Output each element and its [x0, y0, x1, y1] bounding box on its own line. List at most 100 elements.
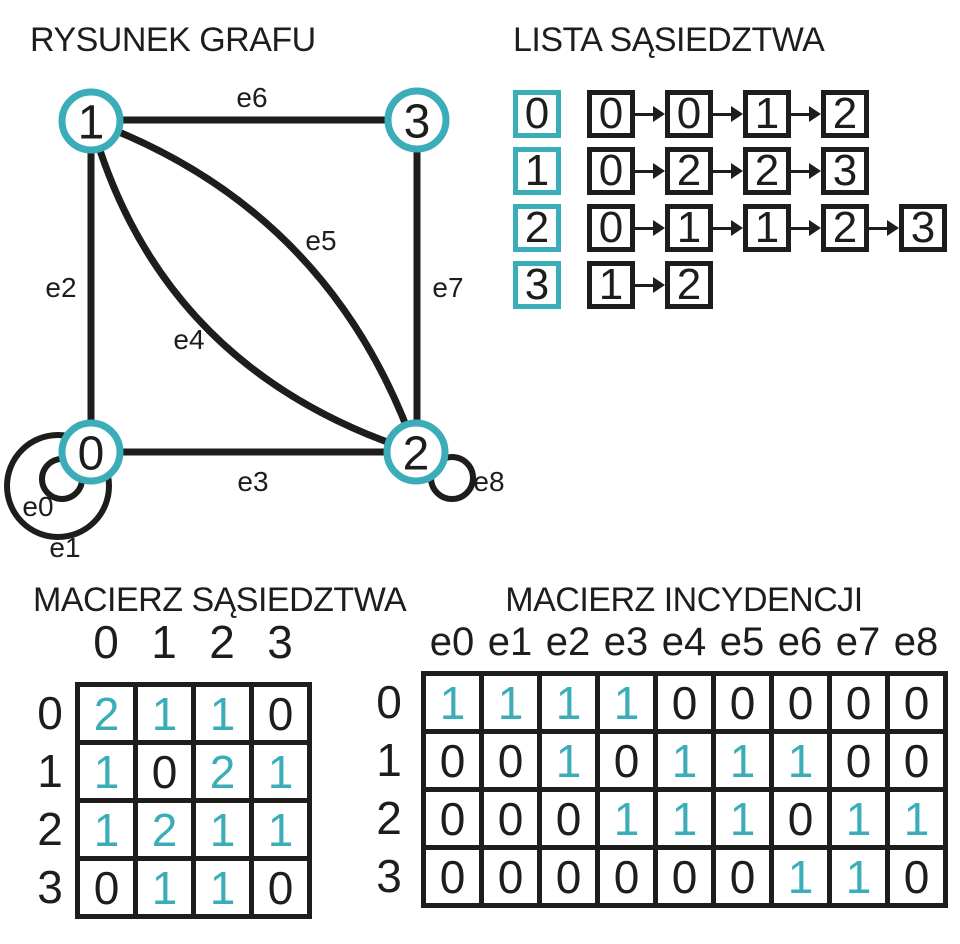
arrow-right-icon: [791, 220, 821, 236]
edge-e1-loop: [4, 432, 112, 540]
vertex-2: 2: [383, 419, 449, 485]
matrix-cell: 0: [80, 861, 133, 914]
arrow-right-icon: [713, 106, 743, 122]
matrix-cell: 0: [774, 676, 827, 729]
edge-label-e8: e8: [473, 466, 504, 497]
col-header: 0: [93, 616, 119, 668]
edge-e4: [87, 117, 420, 456]
vertex-3-circle: [384, 87, 450, 153]
edge-label-e0: e0: [22, 491, 53, 522]
arrow-right-icon: [635, 277, 665, 293]
row-header: 0: [376, 676, 402, 728]
arrow-shaft: [635, 283, 653, 287]
arrow-shaft: [791, 112, 809, 116]
matrix-cell: 1: [254, 745, 307, 798]
arrow-right-icon: [635, 220, 665, 236]
list-node-box: 1: [587, 260, 635, 309]
matrix-cell: 0: [716, 850, 769, 903]
arrow-shaft: [713, 112, 731, 116]
vertex-0-circle: [58, 419, 124, 485]
col-header: e7: [835, 619, 881, 664]
matrix-cell: 1: [832, 850, 885, 903]
matrix-cell: 1: [890, 792, 943, 845]
arrow-shaft: [713, 226, 731, 230]
matrix-cell: 1: [254, 803, 307, 856]
arrow-head: [653, 220, 665, 236]
list-node-box: 0: [587, 203, 635, 252]
matrix-cell: 1: [138, 861, 191, 914]
row-header: 1: [37, 745, 63, 797]
matrix-cell: 2: [138, 803, 191, 856]
matrix-cell: 0: [890, 850, 943, 903]
matrix-cell: 0: [600, 850, 653, 903]
arrow-head: [887, 220, 899, 236]
vertex-1-label: 1: [78, 96, 105, 149]
arrow-shaft: [635, 112, 653, 116]
matrix-cell: 2: [80, 687, 133, 740]
list-node-box: 0: [587, 89, 635, 138]
matrix-cell: 0: [484, 850, 537, 903]
adjacency-matrix-title: MACIERZ SĄSIEDZTWA: [33, 581, 407, 619]
col-header: 2: [209, 616, 235, 668]
matrix-cell: 1: [658, 734, 711, 787]
edge-label-e6: e6: [236, 82, 267, 113]
col-header: e5: [719, 619, 765, 664]
matrix-cell: 0: [890, 734, 943, 787]
row-header: 0: [37, 687, 63, 739]
col-header: e3: [603, 619, 649, 664]
matrix-cell: 0: [484, 792, 537, 845]
matrix-cell: 1: [832, 792, 885, 845]
matrix-cell: 1: [196, 803, 249, 856]
matrix-cell: 1: [542, 734, 595, 787]
matrix-cell: 0: [542, 792, 595, 845]
matrix-cell: 1: [774, 850, 827, 903]
graph-section-title: RYSUNEK GRAFU: [30, 21, 316, 59]
row-header: 3: [37, 861, 63, 913]
col-header: 3: [267, 616, 293, 668]
list-node-box: 3: [899, 203, 947, 252]
list-vertex-box: 3: [513, 260, 561, 309]
row-header: 2: [376, 792, 402, 844]
arrow-shaft: [635, 226, 653, 230]
arrow-right-icon: [635, 106, 665, 122]
matrix-cell: 0: [832, 676, 885, 729]
arrow-head: [809, 163, 821, 179]
matrix-cell: 1: [80, 745, 133, 798]
matrix-cell: 0: [426, 850, 479, 903]
matrix-cell: 0: [542, 850, 595, 903]
vertex-1-circle: [58, 88, 124, 154]
arrow-head: [731, 220, 743, 236]
vertex-0: 0: [58, 419, 124, 485]
col-header: e4: [661, 619, 707, 664]
edge-label-e7: e7: [432, 272, 463, 303]
matrix-cell: 0: [254, 861, 307, 914]
list-vertex-box: 0: [513, 89, 561, 138]
matrix-cell: 1: [600, 676, 653, 729]
row-header: 3: [376, 850, 402, 902]
list-node-box: 1: [743, 203, 791, 252]
list-vertex-box: 1: [513, 146, 561, 195]
col-header: e1: [487, 619, 533, 664]
matrix-cell: 0: [658, 850, 711, 903]
matrix-cell: 0: [254, 687, 307, 740]
arrow-head: [731, 106, 743, 122]
vertex-0-label: 0: [78, 427, 105, 480]
arrow-right-icon: [791, 106, 821, 122]
list-node-box: 2: [743, 146, 791, 195]
row-header: 1: [376, 734, 402, 786]
arrow-head: [809, 106, 821, 122]
graph-drawing: 1 3 0 2 e6 e2 e7 e3 e4 e5 e0 e1 e8: [4, 82, 505, 563]
matrix-cell: 1: [484, 676, 537, 729]
arrow-head: [809, 220, 821, 236]
arrow-shaft: [869, 226, 887, 230]
edge-label-e5: e5: [305, 225, 336, 256]
